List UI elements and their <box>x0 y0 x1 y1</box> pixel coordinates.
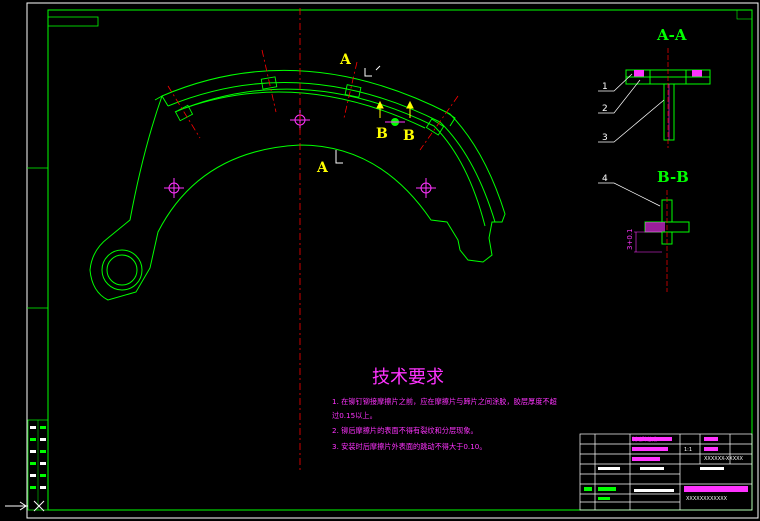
title-block-name: 制动蹄总成 <box>632 436 657 443</box>
center-lines <box>167 8 459 470</box>
section-a-bottom-label: A <box>316 160 329 176</box>
section-b-arrows <box>376 100 414 118</box>
tech-req-title: 技术要求 <box>372 367 444 388</box>
section-b-left-label: B <box>376 126 388 142</box>
title-block-scale: 1:1 <box>684 447 692 453</box>
ucs-icon <box>5 500 45 512</box>
dimension-text: 3+0.1 <box>626 229 634 250</box>
revision-strip <box>27 419 49 511</box>
title-block-drawing-no: XXXXXX-XXXXX <box>704 456 744 462</box>
drawing-frame <box>26 2 759 519</box>
part-number-3: 3 <box>602 133 608 143</box>
part-number-1: 1 <box>602 82 608 92</box>
part-number-4: 4 <box>602 174 608 184</box>
tech-req-line-1: 1. 在铆钉铆接摩擦片之前，应在摩擦片与蹄片之间涂胶，胶层厚度不超 <box>332 397 557 406</box>
section-a-top-label: A <box>339 52 352 68</box>
tech-req-line-3: 2. 铆后摩擦片的表面不得有裂纹和分层现象。 <box>332 426 478 435</box>
section-a-a-title: A-A <box>656 26 687 44</box>
leader-lines <box>598 73 665 207</box>
tech-req-line-4: 3. 安装时后摩擦片外表面的跳动不得大于0.10。 <box>332 442 487 451</box>
title-block-org: XXXXXXXXXXXX <box>686 496 728 502</box>
part-number-2: 2 <box>602 104 608 114</box>
section-b-right-label: B <box>403 128 415 144</box>
tech-req-line-2: 过0.15以上。 <box>332 411 377 420</box>
brake-shoe-view <box>89 69 506 301</box>
title-block-fills <box>584 437 748 500</box>
section-b-b-title: B-B <box>657 168 689 186</box>
section-b-b-view <box>634 190 690 292</box>
section-a-a-view <box>625 48 711 148</box>
section-a-cut <box>335 65 381 164</box>
title-block <box>579 433 753 511</box>
